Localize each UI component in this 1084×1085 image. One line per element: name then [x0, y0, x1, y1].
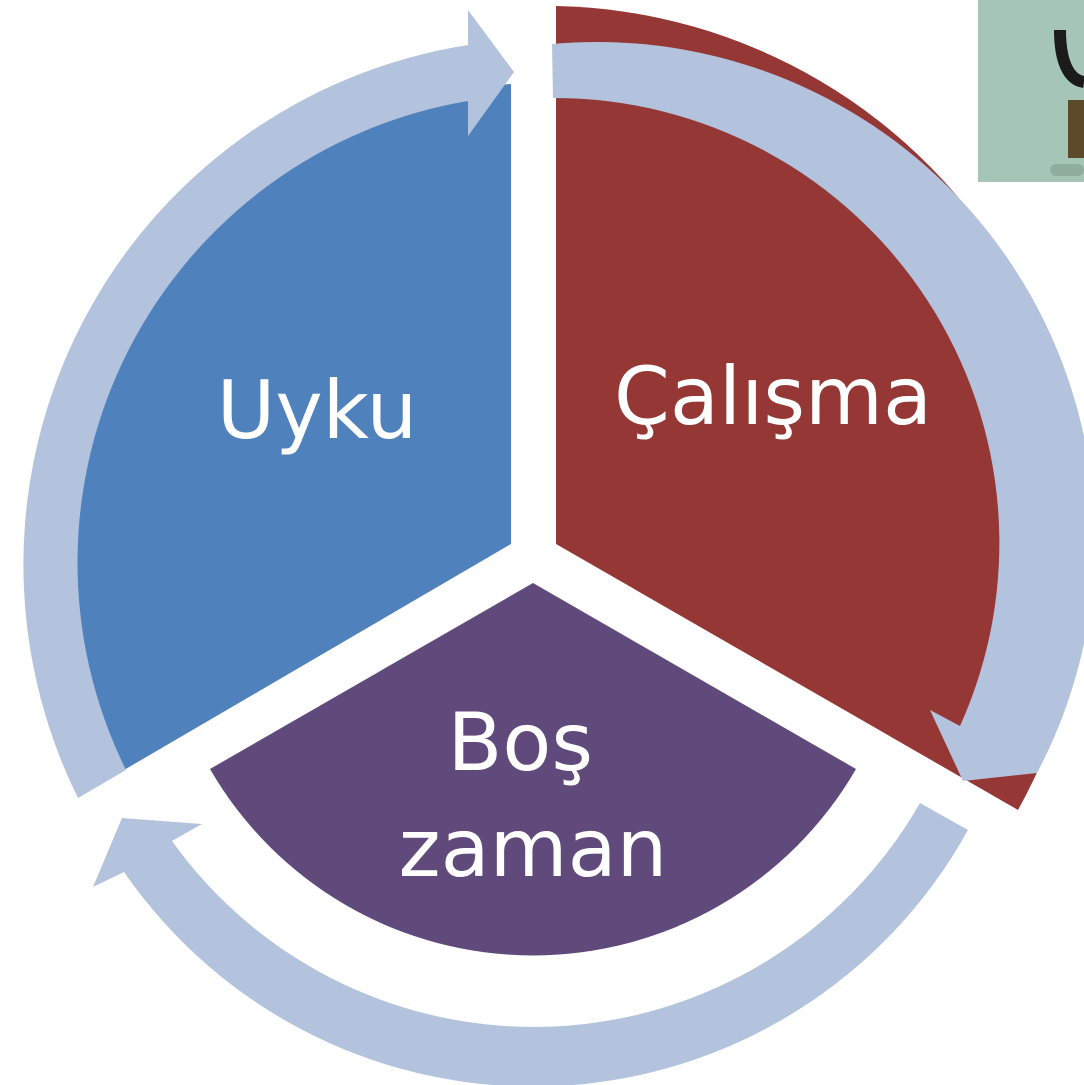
arrow-to-top [23, 10, 515, 798]
label-uyku: Uyku [217, 364, 417, 457]
label-bos-line-1: Boş [448, 696, 594, 789]
label-bos-zaman: Boş zaman [399, 696, 668, 895]
label-calisma: Çalışma [614, 350, 932, 443]
cycle-arrows [23, 10, 1084, 1085]
label-bos-line-2: zaman [399, 802, 668, 895]
segment-bos-zaman [210, 583, 856, 956]
thumbnail-image [978, 0, 1084, 182]
arrow-to-left [93, 803, 968, 1085]
arrow-to-right [552, 42, 1084, 781]
